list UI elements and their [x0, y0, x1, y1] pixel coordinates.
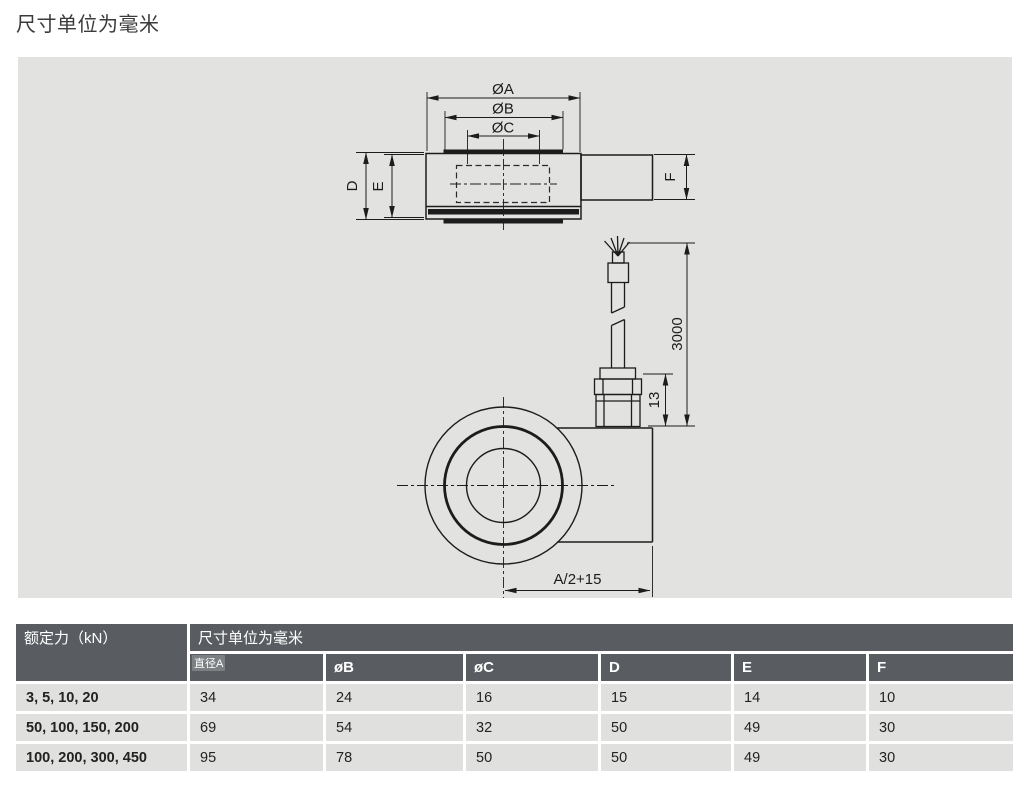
- dim-label-diameter-a: ØA: [492, 81, 514, 98]
- wire-strands: [604, 235, 631, 257]
- technical-drawing: ØA ØB ØC D E F: [344, 81, 695, 598]
- top-view: A/2+15: [397, 397, 654, 598]
- header-units: 尺寸单位为毫米: [190, 624, 1013, 651]
- cell-value: 15: [601, 684, 731, 711]
- cell-value: 49: [734, 714, 866, 741]
- dim-label-f: F: [662, 172, 679, 181]
- dim-label-e: E: [370, 181, 387, 191]
- row-rated-force: 3, 5, 10, 20: [16, 684, 187, 711]
- dim-label-d: D: [344, 180, 361, 191]
- column-header-b: øB: [326, 654, 463, 681]
- cell-value: 95: [190, 744, 323, 771]
- cell-value: 49: [734, 744, 866, 771]
- cell-value: 30: [869, 714, 1013, 741]
- column-header-diameter-a: 直径A: [190, 654, 323, 681]
- column-header-c: øC: [466, 654, 598, 681]
- dim-label-diameter-c: ØC: [492, 120, 515, 137]
- cell-value: 78: [326, 744, 463, 771]
- dimension-drawing-area: ØA ØB ØC D E F: [18, 57, 1012, 598]
- cell-value: 69: [190, 714, 323, 741]
- cell-value: 50: [466, 744, 598, 771]
- row-rated-force: 100, 200, 300, 450: [16, 744, 187, 771]
- cell-value: 16: [466, 684, 598, 711]
- dim-label-diameter-b: ØB: [492, 101, 514, 118]
- header-rated-force: 额定力（kN）: [16, 624, 187, 681]
- cell-value: 10: [869, 684, 1013, 711]
- column-header-e: E: [734, 654, 866, 681]
- cell-value: 30: [869, 744, 1013, 771]
- cell-value: 54: [326, 714, 463, 741]
- page-title: 尺寸单位为毫米: [16, 14, 160, 36]
- row-rated-force: 50, 100, 150, 200: [16, 714, 187, 741]
- cell-value: 50: [601, 744, 731, 771]
- cable-view: 3000 13: [593, 235, 695, 428]
- column-header-diameter-a-label: 直径A: [192, 655, 226, 671]
- cell-value: 34: [190, 684, 323, 711]
- side-view: ØA ØB ØC D E F: [344, 81, 695, 233]
- cell-value: 50: [601, 714, 731, 741]
- column-header-d: D: [601, 654, 731, 681]
- spec-table: 额定力（kN） 尺寸单位为毫米 直径A øB øC D E F 3, 5, 10…: [16, 624, 1013, 771]
- dim-label-center-offset: A/2+15: [554, 571, 602, 588]
- dim-label-cable-length: 3000: [669, 317, 686, 350]
- cell-value: 24: [326, 684, 463, 711]
- cell-value: 32: [466, 714, 598, 741]
- column-header-f: F: [869, 654, 1013, 681]
- cell-value: 14: [734, 684, 866, 711]
- dim-label-gland-height: 13: [646, 392, 663, 409]
